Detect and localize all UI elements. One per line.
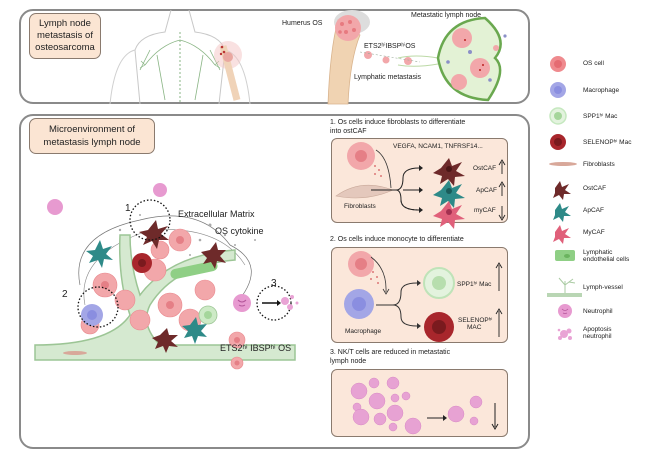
neutrophil-icon — [558, 304, 572, 318]
lymphatic-metastasis-label: Lymphatic metastasis — [354, 74, 422, 81]
bottom-panel-title: Microenvironment of metastasis lymph nod… — [29, 118, 155, 154]
os-cytokine-label: OS cytokine — [215, 226, 264, 236]
macrophage-icon — [550, 82, 566, 98]
legend-apoptosis-line2: neutrophil — [583, 333, 612, 340]
title-line: osteosarcoma — [35, 42, 95, 53]
mechanism-3-heading-line2: lymph node — [330, 358, 367, 365]
spp1-mac-icon — [549, 107, 567, 125]
outcome-ostcaf-label: OstCAF — [473, 165, 497, 172]
outcome-spp1-mac-label: SPP1ʰⁱ Mac — [457, 281, 492, 288]
lymph-vessel-icon — [547, 277, 582, 297]
os-cell-icon — [550, 56, 566, 72]
legend-apoptosis-line1: Apoptosis — [583, 326, 612, 333]
humerus-os-label: Humerus OS — [282, 20, 323, 27]
outcome-mycaf-label: myCAF — [474, 207, 496, 214]
microenvironment-scene — [34, 183, 299, 370]
mechanism-3-illustration — [350, 376, 499, 435]
mycaf-icon — [553, 225, 571, 244]
marker-3: 3 — [271, 278, 277, 289]
title-line: metastasis lymph node — [43, 137, 141, 148]
legend-lymph-vessel: Lymph-vessel — [583, 284, 623, 291]
mechanism-1-heading-line2: into ostCAF — [330, 128, 367, 135]
marker-2: 2 — [62, 289, 68, 300]
metastatic-lymph-node-label: Metastatic lymph node — [411, 12, 482, 19]
legend-spp1-mac: SPP1ʰⁱ Mac — [583, 113, 618, 120]
mechanism-1-illustration — [335, 142, 506, 229]
humerus-bone-illustration — [327, 10, 507, 105]
legend-neutrophil: Neutrophil — [583, 308, 613, 315]
outcome-apcaf-label: ApCAF — [476, 187, 497, 194]
factors-label: VEGFA, NCAM1, TNFRSF14... — [393, 143, 483, 150]
mechanism-3-heading-line1: 3. NK/T cells are reduced in metastatic — [330, 349, 451, 356]
mechanism-2-heading: 2. Os cells induce monocyte to different… — [330, 236, 464, 243]
extracellular-matrix-label: Extracellular Matrix — [178, 209, 255, 219]
body-lymphatic-illustration — [109, 9, 251, 105]
outcome-selenop-mac-label-line2: MAC — [467, 324, 482, 331]
legend-mycaf: MyCAF — [583, 229, 605, 236]
legend-fibroblasts: Fibroblasts — [583, 161, 615, 168]
legend-os-cell: OS cell — [583, 60, 604, 67]
apoptosis-neutrophil-icon — [557, 328, 572, 340]
legend-lymphatic-line2: endothelial cells — [583, 256, 630, 263]
fibroblasts-label: Fibroblasts — [344, 203, 376, 210]
macrophage-label: Macrophage — [345, 328, 382, 335]
outcome-selenop-mac-label-line1: SELENOPʰⁱ — [458, 317, 493, 324]
legend-apcaf: ApCAF — [583, 207, 604, 214]
title-line: Lymph node — [39, 18, 91, 29]
lymphatic-endothelial-icon — [555, 250, 575, 261]
selenop-mac-icon — [550, 134, 566, 150]
apcaf-icon — [553, 203, 571, 222]
legend-selenop-mac: SELENOPʰⁱ Mac — [583, 139, 632, 146]
legend-ostcaf: OstCAF — [583, 185, 607, 192]
ets2-ibsp-os-label: ETS2ʰⁱ IBSPʰⁱ OS — [220, 343, 292, 353]
ets2-ibsp-label: ETS2ʰⁱIBSPʰⁱOS — [364, 43, 416, 50]
marker-1: 1 — [125, 203, 131, 214]
mechanism-1-heading-line1: 1. Os cells induce fibroblasts to differ… — [330, 119, 466, 126]
title-line: Microenvironment of — [48, 124, 136, 135]
top-panel-title: Lymph node metastasis of osteosarcoma — [29, 13, 101, 59]
ostcaf-icon — [553, 181, 571, 200]
title-line: metastasis of — [37, 30, 93, 41]
legend-macrophage: Macrophage — [583, 87, 620, 94]
legend-lymphatic-line1: Lymphatic — [583, 249, 613, 256]
fibroblast-icon — [549, 162, 577, 166]
mechanism-2-illustration — [344, 251, 503, 342]
